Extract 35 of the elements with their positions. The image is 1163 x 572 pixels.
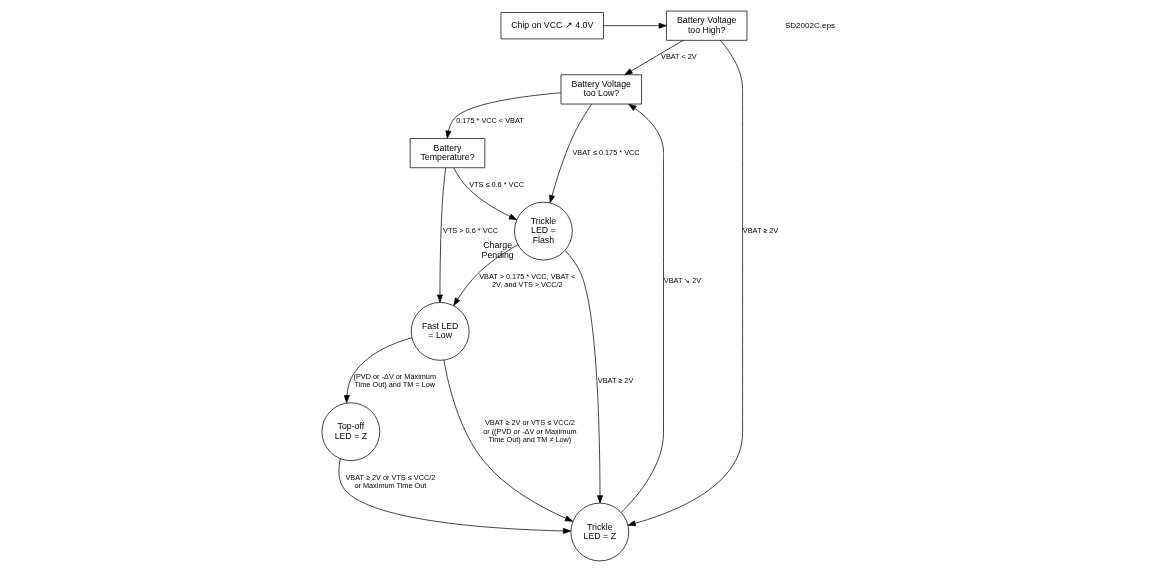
node-circle: Top-off LED = Z (321, 402, 381, 461)
node-circle: Trickle LED = Z (570, 502, 630, 562)
node-box: Battery Voltage too High? (666, 10, 748, 41)
arrow (445, 92, 562, 139)
edge-label: VBAT > 0.175 * VCC, VBAT < 2V, and VTS > VCC/2 (479, 272, 576, 290)
edge-label: VBAT ≤ 0.175 * VCC (572, 147, 640, 157)
arrow (603, 22, 667, 29)
edge-label: VTS > 0.6 * VCC (443, 225, 499, 235)
arrow (443, 359, 574, 522)
edge-label: VBAT < 2V (661, 52, 697, 62)
arrow (627, 40, 743, 527)
arrow (621, 103, 664, 513)
node-label: Charge Pending (481, 240, 514, 260)
label: SD2002C.eps (784, 20, 836, 30)
edge-label: (PVD or -ΔV or Maximum Time Out) and TM = Low (353, 372, 437, 390)
node-box: Battery Temperature? (409, 138, 486, 169)
edge-label: VBAT ≥ 2V or VTS ≤ VCC/2 or ((PVD or -ΔV or Maximum Time Out) and TM ≠ Low) (483, 418, 577, 444)
arrow (453, 167, 518, 221)
arrow (624, 40, 684, 76)
arrow (564, 250, 603, 504)
edge-label: 0.175 * VCC < VBAT (456, 116, 524, 126)
edge-label: VBAT ≥ 2V or VTS ≤ VCC/2 or Maximum Time Out (345, 472, 436, 490)
node-circle: Trickle LED = Flash (514, 201, 573, 261)
arrow (549, 103, 592, 204)
arrow (437, 167, 447, 303)
node-circle: Fast LED = Low (410, 302, 470, 361)
edge-label: VBAT ≥ 2V (597, 376, 634, 386)
node-box: Battery Voltage too Low? (560, 74, 642, 105)
edge-label: VBAT ≥ 2V (742, 225, 779, 235)
arrow (453, 244, 519, 306)
edge-label: VTS ≤ 0.6 * VCC (469, 179, 524, 189)
node-box: Chip on VCC ↗ 4.0V (500, 12, 604, 40)
arrow (338, 458, 572, 534)
edge-label: VBAT ↘ 2V (663, 276, 702, 286)
arrow (343, 337, 413, 404)
